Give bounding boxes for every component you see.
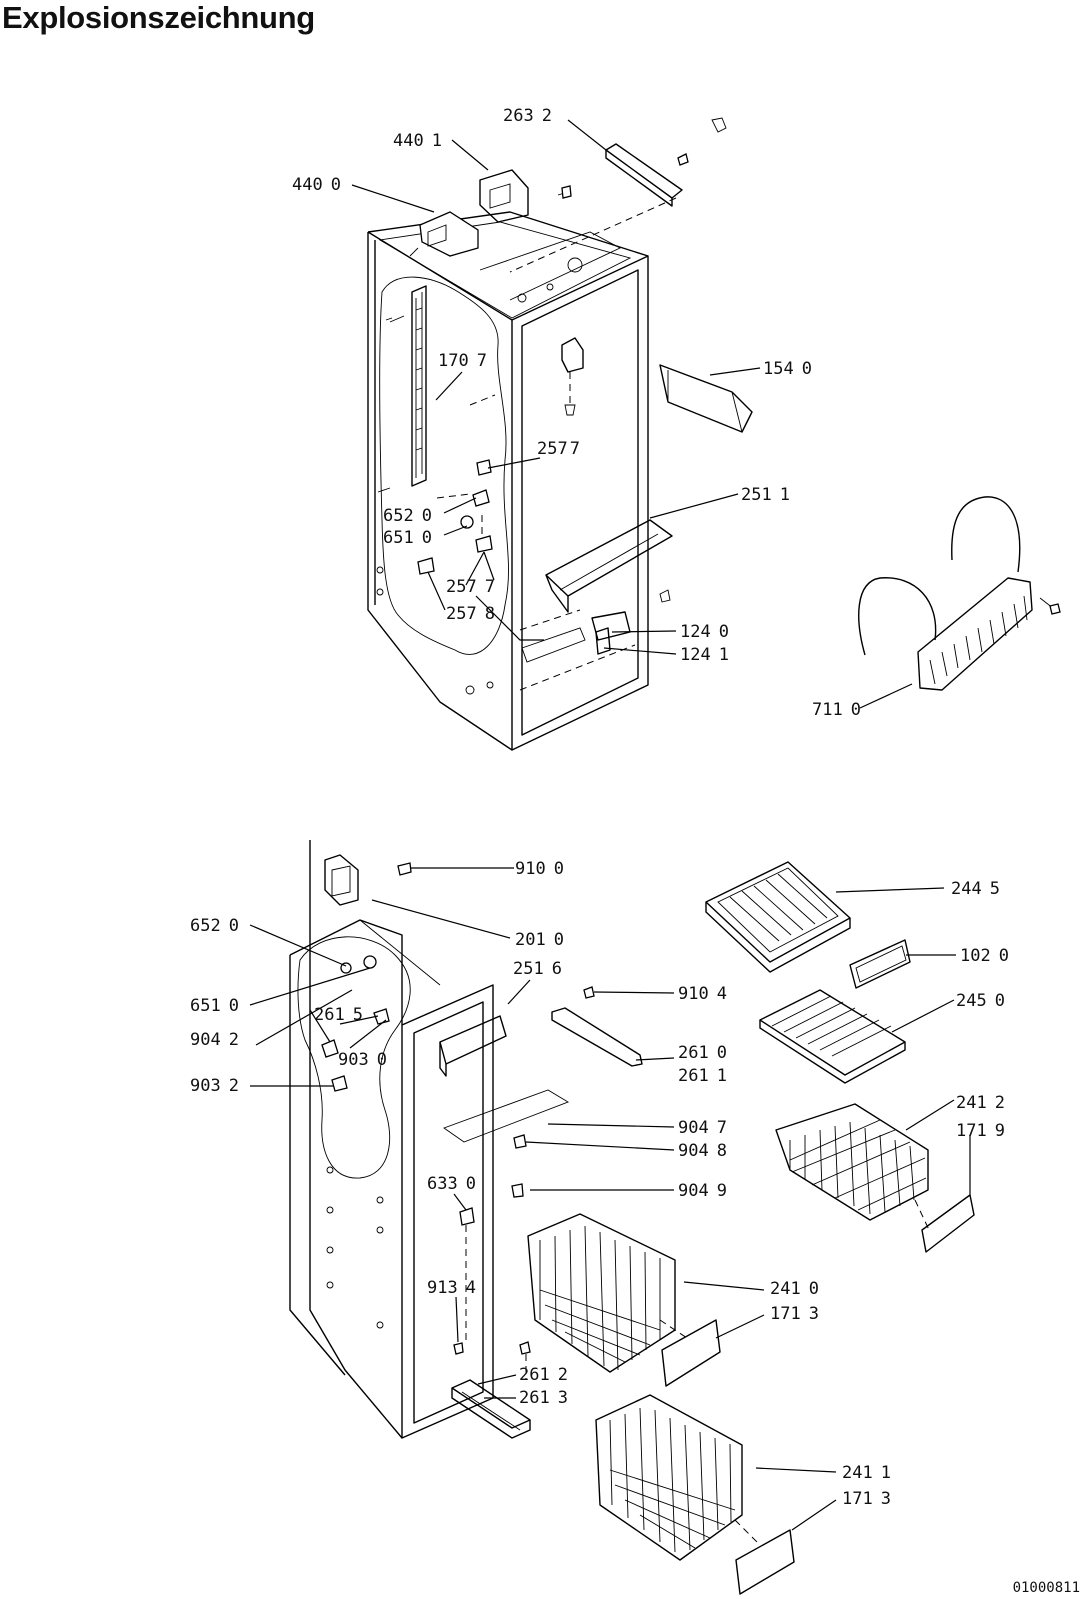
cover-251-6 bbox=[439, 1015, 507, 1077]
basket-241-1 bbox=[595, 1394, 743, 1561]
bracket-440-0 bbox=[409, 211, 479, 257]
shelf-245-0 bbox=[759, 989, 906, 1084]
basket-241-0 bbox=[527, 1213, 676, 1373]
plate-904 bbox=[443, 1089, 570, 1198]
panel-171-9 bbox=[921, 1194, 975, 1253]
screw-910-0 bbox=[397, 862, 412, 876]
panel-171-3-a bbox=[661, 1319, 721, 1387]
basket-711-0 bbox=[858, 496, 1061, 691]
leader-lines bbox=[249, 119, 971, 1531]
rail-261-2 bbox=[451, 1341, 531, 1439]
document-number: 01000811 bbox=[1013, 1580, 1080, 1596]
bracket-440-1 bbox=[479, 169, 572, 223]
upper-cabinet bbox=[367, 211, 649, 751]
rail-263-2 bbox=[509, 117, 727, 273]
trim-102-0 bbox=[849, 939, 911, 989]
lower-cabinet bbox=[289, 840, 494, 1439]
basket-241-2 bbox=[775, 1103, 929, 1221]
panel-171-3-b bbox=[735, 1529, 795, 1595]
rail-261-0 bbox=[551, 986, 643, 1067]
page-title: Explosionszeichnung bbox=[2, 0, 315, 35]
cover-251-1 bbox=[545, 519, 673, 613]
shelf-244-5 bbox=[705, 861, 851, 973]
clip-124 bbox=[591, 611, 631, 655]
trough-154-0 bbox=[659, 364, 753, 433]
